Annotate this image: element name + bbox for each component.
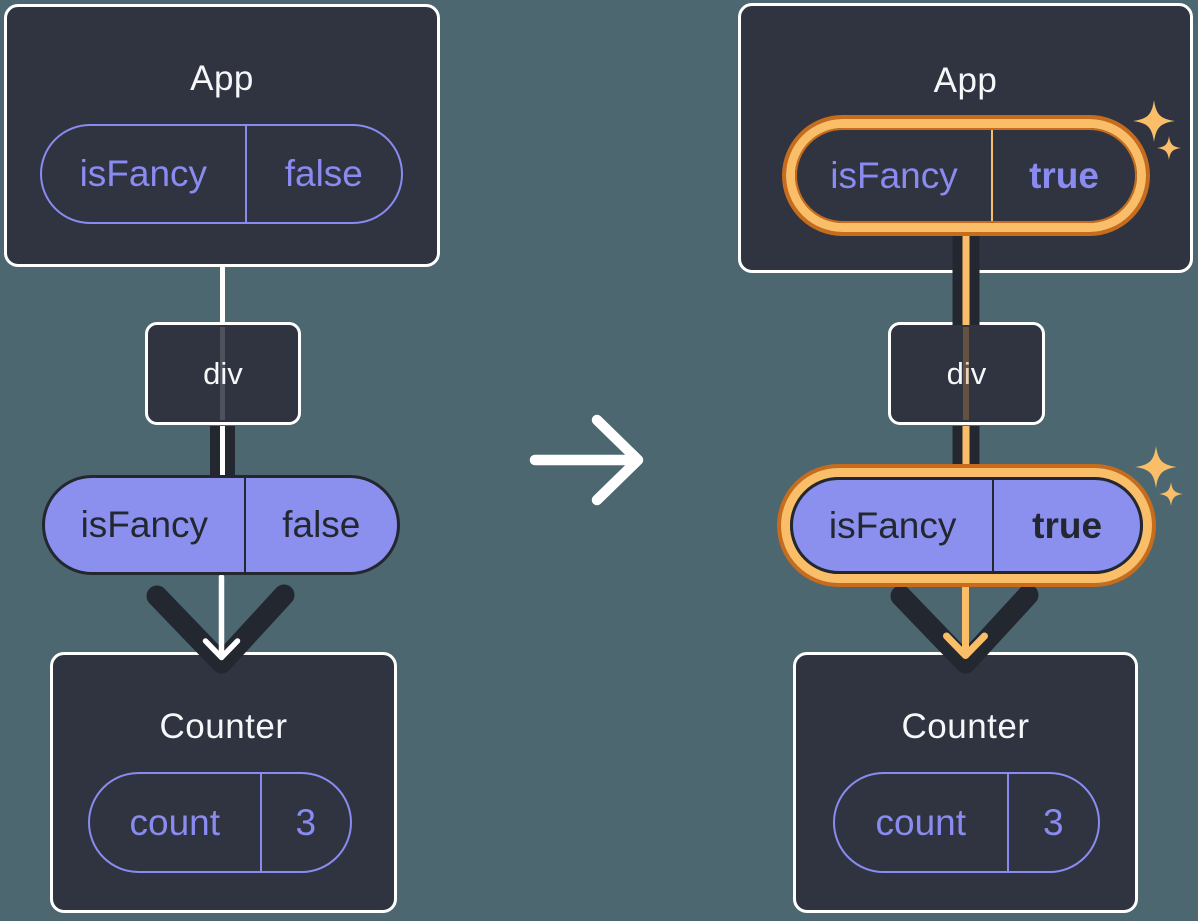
div-label: div [203, 355, 243, 391]
state-value: false [284, 153, 363, 194]
state-name: count [90, 774, 262, 871]
prop-value: false [282, 504, 361, 545]
passed-prop-pill-after: isFancy true [790, 477, 1143, 574]
div-element-card-after: div [888, 322, 1045, 425]
prop-name: isFancy [793, 480, 995, 571]
prop-value: true [1032, 504, 1103, 546]
app-state-pill-after: isFancy true [795, 128, 1137, 223]
state-value: 3 [295, 801, 317, 843]
passed-prop-pill-before: isFancy false [42, 475, 400, 575]
counter-state-pill-after: count 3 [833, 772, 1100, 873]
counter-title: Counter [901, 707, 1030, 746]
div-label: div [946, 355, 987, 391]
counter-state-pill-before: count 3 [88, 772, 352, 873]
div-element-card-before: div [145, 322, 301, 425]
state-name: count [835, 774, 1009, 871]
highlight-ring-inner: isFancy true [781, 468, 1152, 583]
state-name: isFancy [42, 126, 247, 222]
app-title: App [933, 61, 998, 100]
state-value: true [1029, 154, 1099, 196]
sparkle-icon [1135, 446, 1177, 488]
app-state-pill-after-highlight-ring: isFancy true [782, 115, 1150, 236]
sparkle-icon [1159, 482, 1183, 506]
prop-name: isFancy [45, 478, 246, 572]
app-state-pill-before: isFancy false [40, 124, 403, 224]
counter-title: Counter [159, 707, 288, 746]
app-title: App [190, 59, 254, 98]
transition-arrow-icon [529, 414, 644, 506]
state-value: 3 [1043, 801, 1064, 843]
state-name: isFancy [797, 130, 994, 221]
highlight-ring-inner: isFancy true [786, 119, 1146, 232]
passed-prop-pill-after-highlight-ring: isFancy true [777, 464, 1156, 587]
